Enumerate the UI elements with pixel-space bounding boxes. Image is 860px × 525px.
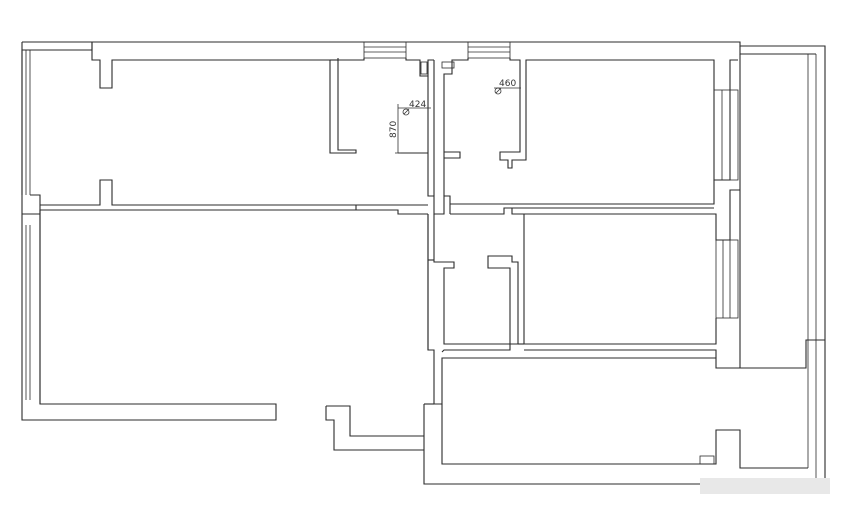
dim-424-label: 424 [409,100,426,110]
dimension-marker-bath-2: 460 [494,79,521,95]
room-bottom-right [423,339,825,485]
bathroom-1 [330,58,451,215]
window-top-right [467,41,511,59]
window-top-left [363,41,407,59]
room-top-right [450,54,741,241]
entry-area [325,403,434,451]
window-right-middle [715,239,739,319]
room-middle-right [427,190,741,405]
room-top-left [39,42,428,215]
living-room [39,214,429,404]
window-right-top [713,89,739,181]
watermark [700,478,830,494]
bathroom-2 [433,58,738,196]
dim-870-label: 870 [389,121,399,138]
dimension-marker-bath-1: 424 870 [389,100,431,154]
dim-460-label: 460 [499,79,516,89]
